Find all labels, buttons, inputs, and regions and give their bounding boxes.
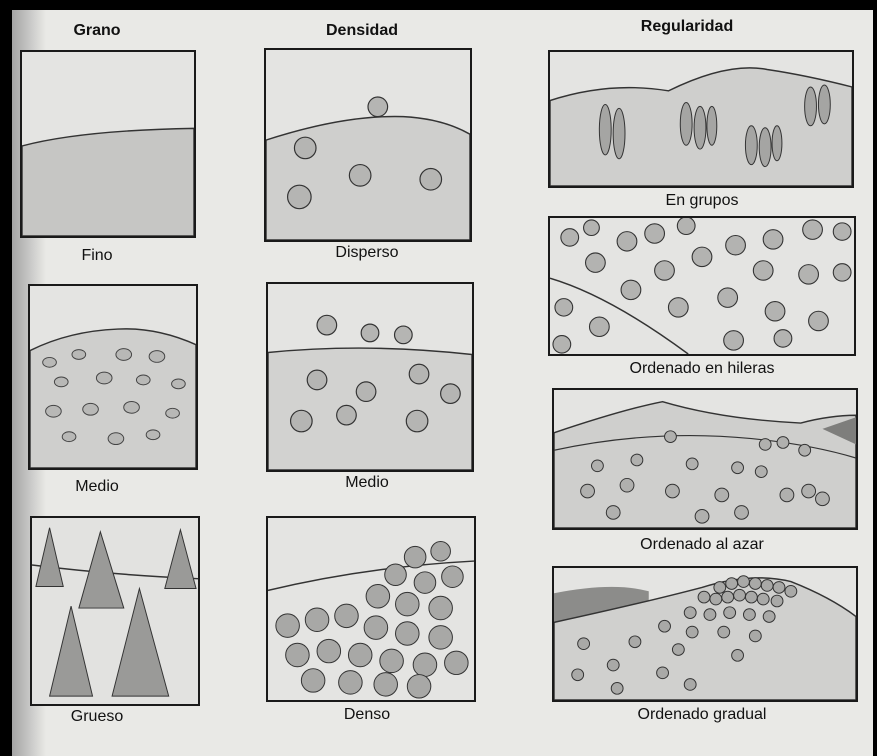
panel-regularity-gradual xyxy=(552,566,858,702)
caption-medium-density: Medio xyxy=(312,474,422,492)
caption-random: Ordenado al azar xyxy=(592,536,812,554)
panel-grain-coarse xyxy=(30,516,200,706)
column-title-density: Densidad xyxy=(302,22,422,40)
panel-regularity-groups xyxy=(548,50,854,188)
caption-gradual: Ordenado gradual xyxy=(592,706,812,724)
caption-medium-grain: Medio xyxy=(52,478,142,496)
page: Grano Densidad Regularidad Fino Med xyxy=(12,10,873,756)
panel-regularity-rows xyxy=(548,216,856,356)
caption-dense: Denso xyxy=(312,706,422,724)
caption-dispersed: Disperso xyxy=(312,244,422,262)
panel-density-medium xyxy=(266,282,474,472)
panel-regularity-random xyxy=(552,388,858,530)
panel-density-dispersed xyxy=(264,48,472,242)
caption-rows: Ordenado en hileras xyxy=(582,360,822,378)
caption-fine: Fino xyxy=(52,247,142,265)
panel-density-dense xyxy=(266,516,476,702)
caption-groups: En grupos xyxy=(612,192,792,210)
column-title-grain: Grano xyxy=(52,22,142,40)
caption-coarse: Grueso xyxy=(52,708,142,726)
panel-grain-medium xyxy=(28,284,198,470)
panel-grain-fine xyxy=(20,50,196,238)
column-title-regularity: Regularidad xyxy=(622,18,752,36)
